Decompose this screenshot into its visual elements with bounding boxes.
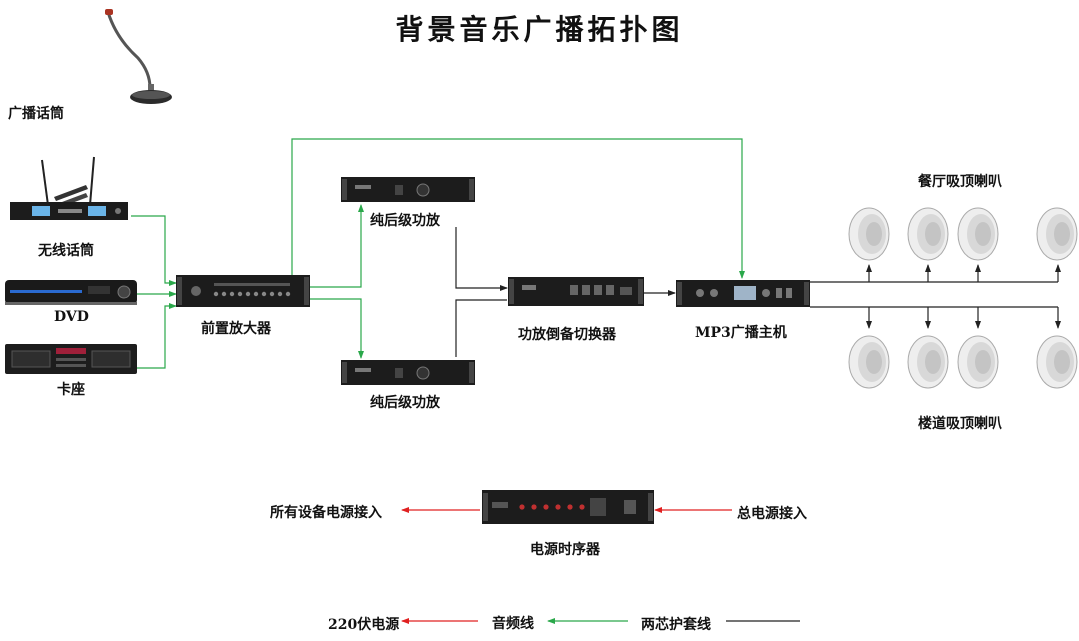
power-amp-bottom-icon: [341, 360, 475, 385]
preamplifier-icon: [176, 275, 310, 307]
dvd-label: DVD: [54, 309, 89, 325]
wire-preamp-to-mp3: [291, 138, 745, 279]
ceiling-speaker-icon: [957, 207, 999, 261]
ceiling-speaker-icon: [957, 335, 999, 389]
mp3-broadcast-host-icon: [676, 280, 810, 307]
ceiling-speaker-icon: [1036, 207, 1078, 261]
power-out-label: 所有设备电源接入: [270, 505, 382, 521]
wire-preamp-to-amp-bottom: [310, 298, 364, 359]
ceiling-speaker-icon: [907, 207, 949, 261]
power-sequencer-icon: [482, 490, 654, 524]
page-title: 背景音乐广播拓扑图: [395, 13, 684, 46]
sequencer-label: 电源时序器: [530, 542, 600, 558]
wire-amp-bottom-to-switcher: [455, 299, 507, 357]
ceiling-speaker-icon: [1036, 335, 1078, 389]
wire-wireless-to-preamp: [131, 215, 177, 286]
cassette-deck-icon: [5, 344, 137, 374]
legend-twin-label: 两芯护套线: [641, 617, 711, 633]
power-amp-top-icon: [341, 177, 475, 202]
wireless-mic-label: 无线话筒: [38, 243, 94, 259]
ceiling-speaker-icon: [907, 335, 949, 389]
restaurant-speakers-label: 餐厅吸顶喇叭: [918, 174, 1002, 190]
wire-preamp-to-amp-top: [310, 204, 364, 288]
ceiling-speaker-icon: [848, 335, 890, 389]
wire-cassette-to-preamp: [137, 303, 177, 369]
ceiling-speaker-icon: [848, 207, 890, 261]
mic-label: 广播话筒: [8, 106, 64, 122]
amp-bottom-label: 纯后级功放: [370, 395, 440, 411]
corridor-speakers-label: 楼道吸顶喇叭: [918, 416, 1002, 432]
preamp-label: 前置放大器: [201, 321, 271, 337]
legend-audio-label: 音频线: [492, 616, 534, 632]
legend-power-label: 220伏电源: [328, 617, 400, 633]
cassette-label: 卡座: [57, 382, 85, 398]
power-in-label: 总电源接入: [737, 506, 807, 522]
wire-amp-top-to-switcher: [455, 227, 508, 291]
gooseneck-microphone-icon: [105, 9, 172, 104]
wireless-mic-receiver-icon: [10, 156, 128, 220]
mp3-host-label: MP3广播主机: [695, 325, 787, 341]
switcher-label: 功放倒备切换器: [518, 327, 616, 343]
amp-backup-switcher-icon: [508, 277, 644, 306]
amp-top-label: 纯后级功放: [370, 213, 440, 229]
dvd-player-icon: [5, 280, 137, 305]
